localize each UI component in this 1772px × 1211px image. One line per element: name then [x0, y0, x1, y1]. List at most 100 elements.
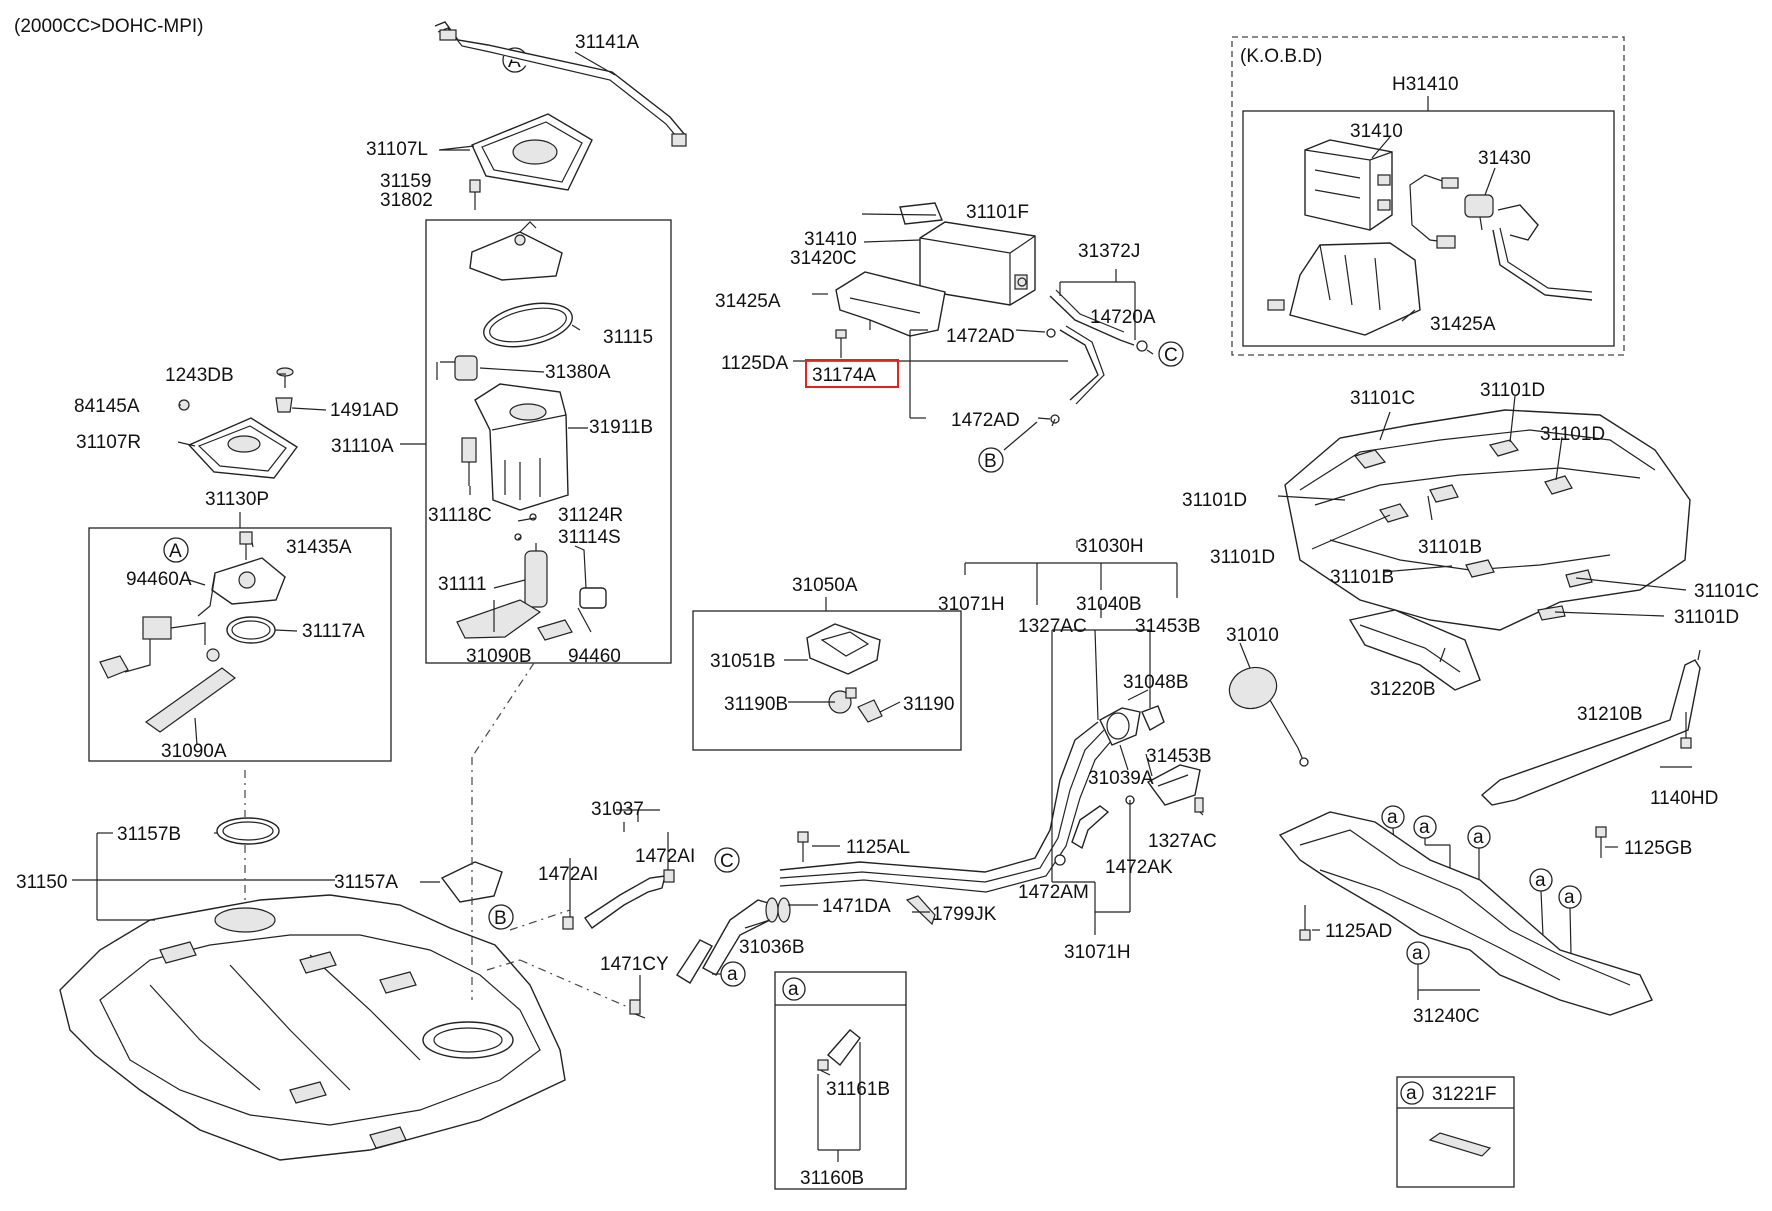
label-31911b[interactable]: 31911B: [589, 417, 653, 438]
svg-text:C: C: [1164, 345, 1178, 366]
label-31420c[interactable]: 31420C: [790, 248, 857, 269]
label-31101d-left2[interactable]: 31101D: [1210, 547, 1275, 568]
clamp-1472am: [1054, 854, 1066, 866]
pump-gasket: [483, 302, 573, 348]
label-31010[interactable]: 31010: [1226, 625, 1279, 646]
filler-pipe: [779, 721, 1113, 893]
label-31101b-mid[interactable]: 31101B: [1418, 537, 1482, 558]
label-1327ac-top[interactable]: 1327AC: [1018, 616, 1087, 637]
under-shield: [1278, 811, 1653, 1016]
label-31210b[interactable]: 31210B: [1577, 704, 1643, 725]
label-31220b[interactable]: 31220B: [1370, 679, 1436, 700]
bolt-1125ad: [1299, 905, 1311, 941]
label-1472ak[interactable]: 1472AK: [1105, 857, 1173, 878]
label-31124r[interactable]: 31124R: [558, 505, 623, 526]
label-31118c[interactable]: 31118C: [428, 505, 492, 526]
label-31141a[interactable]: 31141A: [575, 32, 639, 53]
label-31453b-mid[interactable]: 31453B: [1146, 746, 1212, 767]
label-31372j[interactable]: 31372J: [1078, 241, 1140, 262]
bolt-1125al: [797, 831, 809, 862]
label-31101c-top[interactable]: 31101C: [1350, 388, 1415, 409]
label-31410[interactable]: 31410: [804, 229, 857, 250]
label-1472ad-bottom[interactable]: 1472AD: [951, 410, 1020, 431]
label-31410-kobd[interactable]: 31410: [1350, 121, 1403, 142]
label-31036b[interactable]: 31036B: [739, 937, 805, 958]
part-labels: 31141A 31107L 31159 31802 31115 31380A 3…: [16, 32, 1759, 1189]
label-94460[interactable]: 94460: [568, 646, 621, 667]
label-14720a[interactable]: 14720A: [1090, 307, 1156, 328]
svg-text:a: a: [1412, 943, 1423, 964]
bolt-1125gb: [1595, 826, 1607, 858]
label-31435a[interactable]: 31435A: [286, 537, 352, 558]
label-31101d-right2[interactable]: 31101D: [1674, 607, 1739, 628]
vapor-valve-cover: [806, 623, 881, 675]
kobd-inner-box: [1242, 110, 1615, 347]
label-31114s[interactable]: 31114S: [558, 527, 621, 548]
svg-text:a: a: [1564, 887, 1575, 908]
label-1472am[interactable]: 1472AM: [1018, 882, 1089, 903]
label-31090a[interactable]: 31090A: [161, 741, 227, 762]
label-31107r[interactable]: 31107R: [76, 432, 141, 453]
label-31425a-kobd[interactable]: 31425A: [1430, 314, 1496, 335]
label-31037[interactable]: 31037: [591, 799, 644, 820]
label-1125ad[interactable]: 1125AD: [1325, 921, 1392, 942]
label-31090b[interactable]: 31090B: [466, 646, 532, 667]
label-31101b-left[interactable]: 31101B: [1330, 567, 1394, 588]
label-31101d-left1[interactable]: 31101D: [1182, 490, 1247, 511]
label-31221f[interactable]: 31221F: [1432, 1084, 1496, 1105]
inset-a1-hose: [817, 1029, 861, 1076]
label-1471da[interactable]: 1471DA: [822, 896, 891, 917]
label-1491ad[interactable]: 1491AD: [330, 400, 399, 421]
label-94460a[interactable]: 94460A: [126, 569, 192, 590]
label-31048b[interactable]: 31048B: [1123, 672, 1189, 693]
label-31240c[interactable]: 31240C: [1413, 1006, 1480, 1027]
label-31157b[interactable]: 31157B: [117, 824, 181, 845]
gasket-31048b: [1141, 705, 1165, 731]
pump-flange: [469, 221, 563, 281]
left-access-cover: [187, 417, 299, 479]
label-84145a[interactable]: 84145A: [74, 396, 140, 417]
callout-small-a-inset1: a: [782, 977, 806, 1001]
label-31071h-top[interactable]: 31071H: [938, 594, 1005, 615]
label-1472ai-right[interactable]: 1472AI: [635, 846, 695, 867]
label-1125al[interactable]: 1125AL: [846, 837, 910, 858]
label-31039a[interactable]: 31039A: [1088, 768, 1154, 789]
label-1799jk[interactable]: 1799JK: [932, 904, 997, 925]
label-31101f[interactable]: 31101F: [966, 202, 1029, 223]
label-31115[interactable]: 31115: [603, 327, 653, 348]
label-31802[interactable]: 31802: [380, 190, 433, 211]
label-1140hd[interactable]: 1140HD: [1650, 788, 1718, 809]
label-1327ac-mid[interactable]: 1327AC: [1148, 831, 1217, 852]
label-31101d-right[interactable]: 31101D: [1540, 424, 1605, 445]
label-1125da[interactable]: 1125DA: [721, 353, 789, 374]
label-31040b[interactable]: 31040B: [1076, 594, 1142, 615]
label-31425a[interactable]: 31425A: [715, 291, 781, 312]
pump-access-cover: [471, 113, 593, 191]
label-31051b[interactable]: 31051B: [710, 651, 776, 672]
label-1471cy[interactable]: 1471CY: [600, 954, 669, 975]
sender-strainer: [144, 667, 237, 733]
label-31453b-top[interactable]: 31453B: [1135, 616, 1201, 637]
label-31159[interactable]: 31159: [380, 171, 431, 192]
label-31101d-top[interactable]: 31101D: [1480, 380, 1545, 401]
label-31071h-bottom[interactable]: 31071H: [1064, 942, 1131, 963]
label-31190[interactable]: 31190: [903, 694, 954, 715]
label-31174a[interactable]: 31174A: [812, 365, 876, 386]
label-1472ad-top[interactable]: 1472AD: [946, 326, 1015, 347]
label-31160b[interactable]: 31160B: [800, 1168, 864, 1189]
label-1243db[interactable]: 1243DB: [165, 365, 234, 386]
label-31150[interactable]: 31150: [16, 872, 67, 893]
label-31030h[interactable]: 31030H: [1077, 536, 1144, 557]
label-31111[interactable]: 31111: [438, 574, 487, 595]
label-1472ai-left[interactable]: 1472AI: [538, 864, 598, 885]
label-31107l[interactable]: 31107L: [366, 139, 428, 160]
label-31190b[interactable]: 31190B: [724, 694, 788, 715]
label-31101c-right[interactable]: 31101C: [1694, 581, 1759, 602]
label-31380a[interactable]: 31380A: [545, 362, 611, 383]
label-31117a[interactable]: 31117A: [302, 621, 365, 642]
label-31430[interactable]: 31430: [1478, 148, 1531, 169]
label-31157a[interactable]: 31157A: [334, 872, 398, 893]
bolt-1125da: [835, 329, 847, 358]
label-31161b[interactable]: 31161B: [826, 1079, 890, 1100]
label-1125gb[interactable]: 1125GB: [1624, 838, 1692, 859]
